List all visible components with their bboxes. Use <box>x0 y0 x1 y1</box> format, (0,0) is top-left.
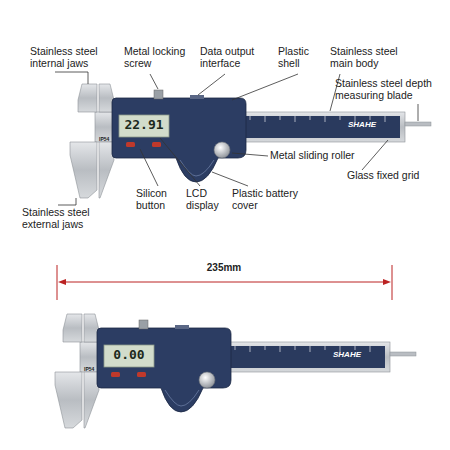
lcd-readout: 0.00 <box>106 348 152 362</box>
dimension-label: 235mm <box>196 262 252 273</box>
part-label: Metal locking screw <box>124 46 186 69</box>
rating-mark: IP54 <box>84 367 104 373</box>
part-label: Glass fixed grid <box>347 170 447 182</box>
lcd-readout: 22.91 <box>121 118 167 132</box>
part-label: Stainless steel internal jaws <box>30 46 110 69</box>
part-label: Stainless steel depth measuring blade <box>335 78 447 101</box>
part-label: Stainless steel external jaws <box>22 207 102 230</box>
part-label: Stainless steel main body <box>330 46 418 69</box>
rating-mark: IP54 <box>99 137 119 143</box>
part-label: LCD display <box>186 188 226 211</box>
caliper-bottom <box>55 314 416 428</box>
part-label: Plastic shell <box>278 46 322 69</box>
brand-logo: SHAHE <box>333 351 383 360</box>
part-label: Metal sliding roller <box>270 150 400 162</box>
part-label: Plastic battery cover <box>232 188 302 211</box>
part-label: Silicon button <box>136 188 180 211</box>
part-label: Data output interface <box>200 46 264 69</box>
brand-logo: SHAHE <box>348 121 398 130</box>
